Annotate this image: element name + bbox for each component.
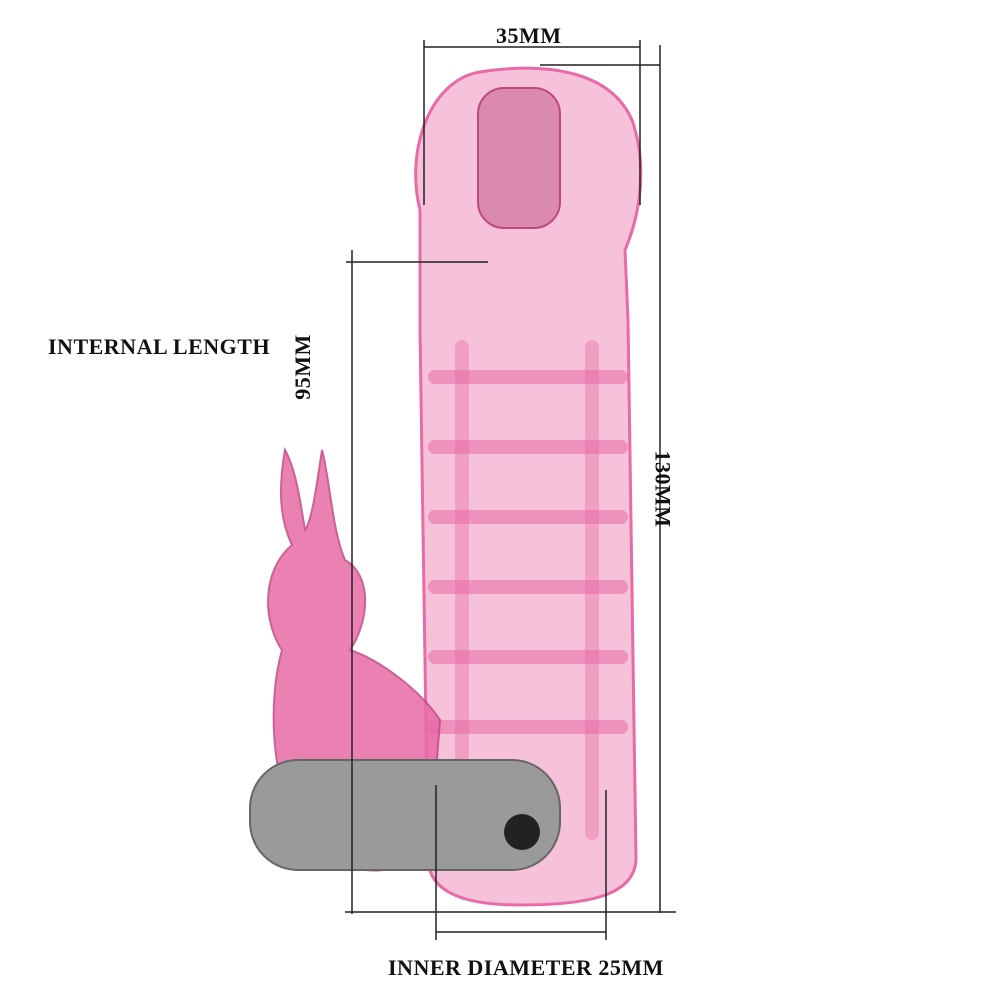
bullet-end-cap (504, 814, 540, 850)
mesh-bar (428, 440, 628, 454)
top-width-label: 35MM (496, 23, 562, 48)
bullet-vibrator (249, 759, 561, 871)
mesh-bar (428, 650, 628, 664)
vibrator-insert-top (477, 87, 561, 229)
product-illustration (249, 66, 643, 907)
dimension-lines (345, 40, 676, 940)
mesh-column (455, 340, 469, 840)
mesh-bar (428, 580, 628, 594)
mesh-bar (428, 720, 628, 734)
mesh-bar (428, 510, 628, 524)
internal-length-caption: INTERNAL LENGTH (48, 334, 271, 359)
inner-diameter-caption: INNER DIAMETER 25MM (388, 955, 664, 980)
mesh-column (585, 340, 599, 840)
total-length-value: 130MM (650, 450, 676, 528)
mesh-bar (428, 370, 628, 384)
internal-length-value: 95MM (289, 334, 315, 400)
